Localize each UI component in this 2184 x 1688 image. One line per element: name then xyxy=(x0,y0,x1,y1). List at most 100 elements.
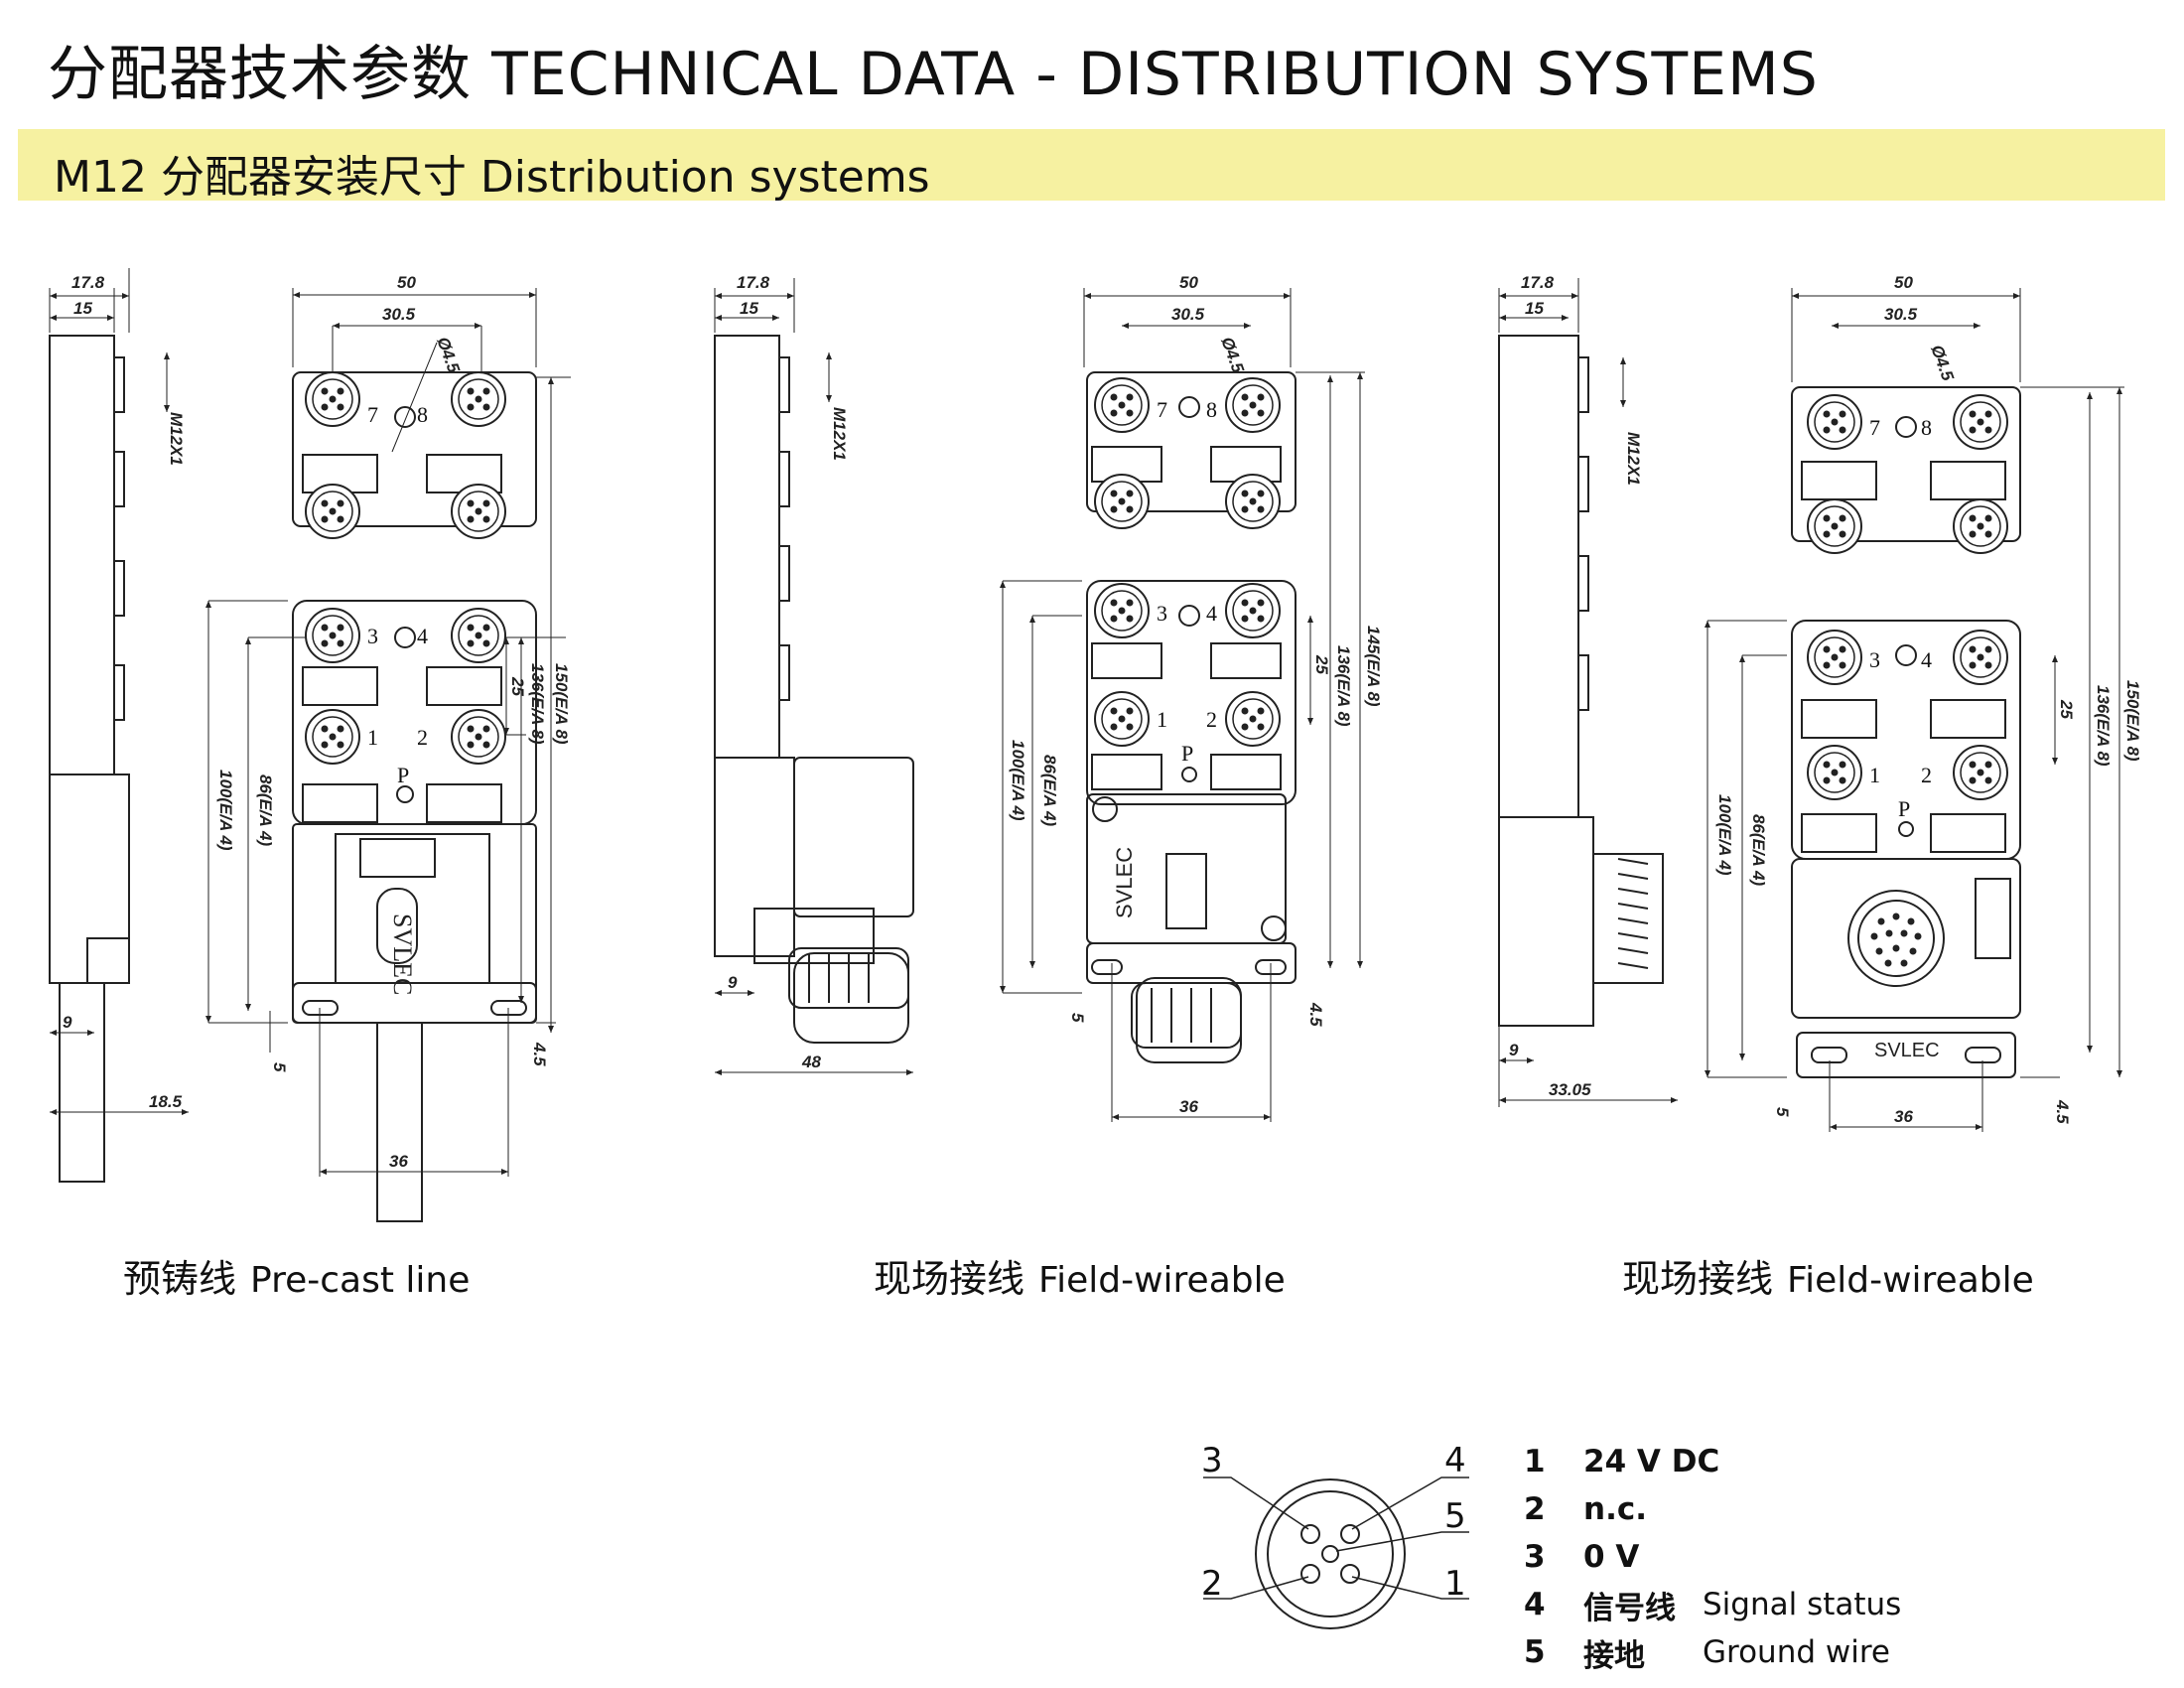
dim-label: 9 xyxy=(728,973,738,992)
page-title: 分配器技术参数 TECHNICAL DATA - DISTRIBUTION SY… xyxy=(48,40,1819,109)
pin-number: 1 xyxy=(1869,763,1880,787)
dim-label: 50 xyxy=(1894,273,1913,292)
pin-number: 3 xyxy=(1157,601,1167,626)
pinout-label-4: 4 xyxy=(1444,1441,1466,1480)
pin-number: 7 xyxy=(1869,415,1880,440)
dim-label: 50 xyxy=(1179,273,1198,292)
dim-label: 50 xyxy=(397,273,416,292)
pin-number: P xyxy=(1898,796,1910,821)
dim-label: 30.5 xyxy=(1884,305,1918,324)
dim-label: 5 xyxy=(270,1062,289,1072)
dim-label: 17.8 xyxy=(1521,273,1555,292)
pin-number: P xyxy=(1181,741,1193,766)
dim-label: 30.5 xyxy=(1171,305,1205,324)
pin-number: 2 xyxy=(1921,763,1932,787)
caption-zh: 预铸线 xyxy=(123,1257,237,1301)
brand-label: SVLEC xyxy=(1112,847,1137,918)
cable-gland-icon xyxy=(788,947,1242,1049)
legend-row: 4 信号线 Signal status xyxy=(1524,1581,1901,1628)
dim-label: 150(E/A 8) xyxy=(2123,680,2142,762)
view2-side xyxy=(714,278,914,1075)
legend-row: 2 n.c. xyxy=(1524,1485,1901,1533)
pinout-diagram xyxy=(1203,1477,1469,1629)
caption-field-wireable-2: 现场接线 Field-wireable xyxy=(1622,1248,2034,1303)
legend-row: 3 0 V xyxy=(1524,1533,1901,1581)
view3-top-inset xyxy=(1791,288,2021,542)
dim-label: 5 xyxy=(1068,1013,1087,1023)
pin-number: 8 xyxy=(417,402,428,427)
dim-label: 15 xyxy=(740,299,758,318)
legend-num: 3 xyxy=(1524,1539,1546,1575)
dim-label: 33.05 xyxy=(1549,1080,1591,1099)
legend-num: 5 xyxy=(1524,1634,1546,1670)
pin-number: 1 xyxy=(1157,707,1167,732)
dim-label: 86(E/A 4) xyxy=(256,774,275,846)
dim-label: 136(E/A 8) xyxy=(1334,645,1353,727)
pin-number: 3 xyxy=(1869,647,1880,672)
dim-label: 86(E/A 4) xyxy=(1040,755,1059,826)
pin-number: 3 xyxy=(367,624,378,648)
dim-label: 4.5 xyxy=(530,1042,549,1066)
legend-desc: Signal status xyxy=(1703,1587,1902,1622)
pin-number: 7 xyxy=(1157,397,1167,422)
legend-num: 4 xyxy=(1524,1587,1546,1622)
pin-number: 4 xyxy=(1206,601,1217,626)
dim-label: 25 xyxy=(508,676,527,696)
dim-label: Ø4.5 xyxy=(433,335,464,376)
pin-number: 2 xyxy=(1206,707,1217,732)
dim-label: 100(E/A 4) xyxy=(1009,740,1027,821)
dim-label: 4.5 xyxy=(1306,1002,1325,1027)
caption-en: Pre-cast line xyxy=(250,1260,471,1301)
dim-label: 100(E/A 4) xyxy=(216,770,235,851)
dim-label: 17.8 xyxy=(71,273,105,292)
legend-desc: Ground wire xyxy=(1703,1634,1890,1670)
round-connector-icon xyxy=(1847,890,1945,987)
pinout-label-2: 2 xyxy=(1201,1564,1223,1604)
dim-label: 9 xyxy=(1509,1041,1519,1059)
legend-row: 1 24 V DC xyxy=(1524,1438,1901,1485)
pinout-label-1: 1 xyxy=(1444,1564,1466,1604)
dim-label: 15 xyxy=(1525,299,1544,318)
dim-label: 5 xyxy=(1773,1107,1792,1117)
pinout-label-3: 3 xyxy=(1201,1441,1223,1480)
pin-number: 2 xyxy=(417,725,428,750)
caption-en: Field-wireable xyxy=(1038,1260,1286,1301)
legend-name: n.c. xyxy=(1583,1491,1647,1527)
legend-num: 2 xyxy=(1524,1491,1546,1527)
legend-name: 接地 xyxy=(1583,1637,1645,1674)
dim-label: 9 xyxy=(63,1013,72,1032)
pin-number: 8 xyxy=(1921,415,1932,440)
caption-zh: 现场接线 xyxy=(1622,1257,1774,1301)
dim-label: 17.8 xyxy=(737,273,770,292)
dim-label: 18.5 xyxy=(149,1092,183,1111)
section-band xyxy=(18,129,2165,201)
dim-label: Ø4.5 xyxy=(1927,343,1958,384)
dim-label: 25 xyxy=(1312,654,1331,674)
dim-label: 136(E/A 8) xyxy=(528,663,547,745)
dim-label: 150(E/A 8) xyxy=(552,663,571,745)
dim-label: Ø4.5 xyxy=(1217,335,1248,376)
dim-label: 25 xyxy=(2057,699,2076,719)
dim-label: 15 xyxy=(73,299,92,318)
dim-label: 145(E/A 8) xyxy=(1364,626,1383,707)
dim-label: 4.5 xyxy=(2053,1099,2072,1124)
dim-label: 100(E/A 4) xyxy=(1715,794,1734,876)
legend-row: 5 接地 Ground wire xyxy=(1524,1628,1901,1676)
caption-en: Field-wireable xyxy=(1787,1260,2034,1301)
pin-number: P xyxy=(397,763,409,787)
dim-label: 86(E/A 4) xyxy=(1749,814,1768,886)
pinout-label-5: 5 xyxy=(1444,1496,1466,1536)
pin-number: 1 xyxy=(367,725,378,750)
dim-label: M12X1 xyxy=(1624,432,1643,486)
pin-number: 4 xyxy=(417,624,428,648)
legend-name: 24 V DC xyxy=(1583,1444,1720,1479)
dim-label: 36 xyxy=(389,1152,408,1171)
pin-number: 4 xyxy=(1921,647,1932,672)
dim-label: 48 xyxy=(801,1053,821,1071)
pin-number: 7 xyxy=(367,402,378,427)
legend-num: 1 xyxy=(1524,1444,1546,1479)
brand-label: SVLEC xyxy=(1874,1040,1940,1061)
dim-label: 136(E/A 8) xyxy=(2094,685,2113,767)
